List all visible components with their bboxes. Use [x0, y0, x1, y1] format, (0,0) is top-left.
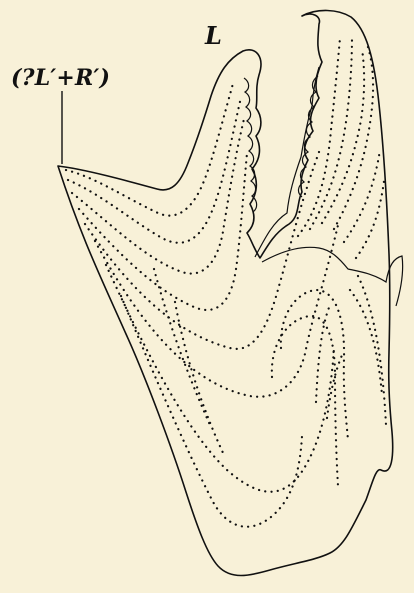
label-l-prime-plus-r-prime: (?L′+R′) [11, 67, 110, 89]
label-l: L [205, 24, 222, 48]
